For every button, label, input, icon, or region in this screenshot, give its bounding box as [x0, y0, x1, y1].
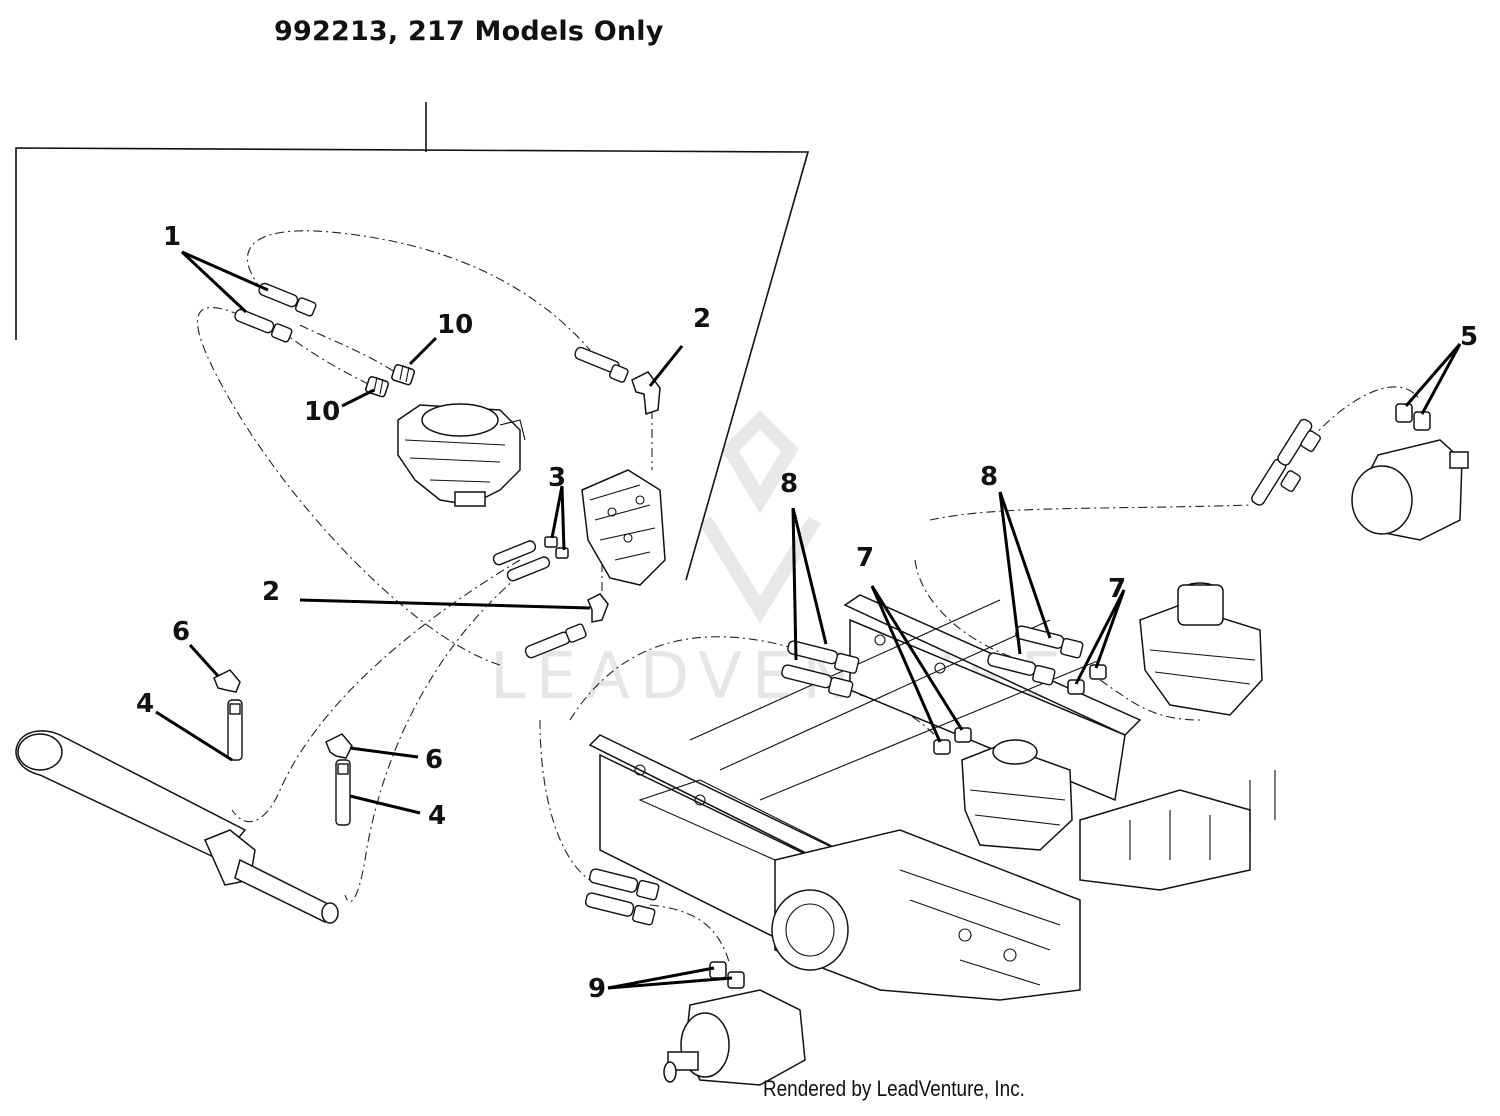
hose-4-left	[227, 699, 243, 761]
hose-ends-8-center	[781, 640, 860, 698]
control-valve	[581, 469, 666, 586]
callout-2-lower: 2	[262, 577, 280, 607]
callout-6-left: 6	[172, 617, 190, 647]
adapter-fitting-10a	[391, 364, 415, 386]
elbow-fitting-2-upper	[574, 346, 661, 416]
group-bracket	[15, 102, 810, 581]
leader-lines	[155, 250, 1462, 990]
adapter-fittings-7-center	[933, 727, 972, 755]
hydraulic-pump-upper	[397, 403, 526, 507]
callout-10-upper: 10	[437, 310, 473, 340]
callout-3: 3	[548, 463, 566, 493]
callout-8-right: 8	[980, 462, 998, 492]
hose-ends-8-right	[987, 625, 1084, 686]
hydraulic-cylinder	[15, 730, 339, 924]
callout-10-lower: 10	[304, 397, 340, 427]
callout-8-center: 8	[780, 469, 798, 499]
tractor-frame-assembly	[539, 386, 1469, 1086]
render-credit: Rendered by LeadVenture, Inc.	[763, 1076, 1025, 1101]
hose-ends-rear	[1251, 418, 1321, 506]
callouts: 1 2 10 10 3 2 6 4 6 4 5 8 8 7 7 9	[136, 222, 1478, 1004]
callout-5: 5	[1460, 322, 1478, 352]
elbow-fitting-2-lower	[524, 593, 609, 659]
callout-4-left: 4	[136, 689, 154, 719]
callout-9: 9	[588, 974, 606, 1004]
wheel-motor-front	[663, 989, 806, 1086]
hose-ends-front	[584, 868, 660, 926]
callout-6-right: 6	[425, 745, 443, 775]
diagram-title: 992213, 217 Models Only	[274, 16, 664, 47]
hose-end-1b	[234, 308, 293, 343]
adapter-fittings-7-right	[1067, 664, 1107, 695]
callout-7-right: 7	[1108, 574, 1126, 604]
adapter-fitting-3b	[555, 547, 569, 559]
callout-7-center: 7	[856, 543, 874, 573]
adapter-fitting-3a	[544, 536, 558, 548]
callout-1: 1	[163, 222, 181, 252]
left-subassembly	[15, 230, 666, 924]
callout-2-upper: 2	[693, 304, 711, 334]
wheel-motor-rear	[1351, 439, 1469, 541]
elbow-fitting-6-right	[325, 733, 353, 759]
hose-ends-to-valve	[492, 540, 551, 582]
adapter-fittings-9	[709, 961, 745, 989]
hydraulic-pump-center	[961, 739, 1073, 851]
elbow-fitting-6-left	[213, 669, 241, 693]
hose-4-right	[335, 759, 351, 826]
hydraulic-pump-right	[1139, 582, 1263, 716]
hose-end-1a	[258, 282, 317, 317]
callout-4-right: 4	[428, 801, 446, 831]
